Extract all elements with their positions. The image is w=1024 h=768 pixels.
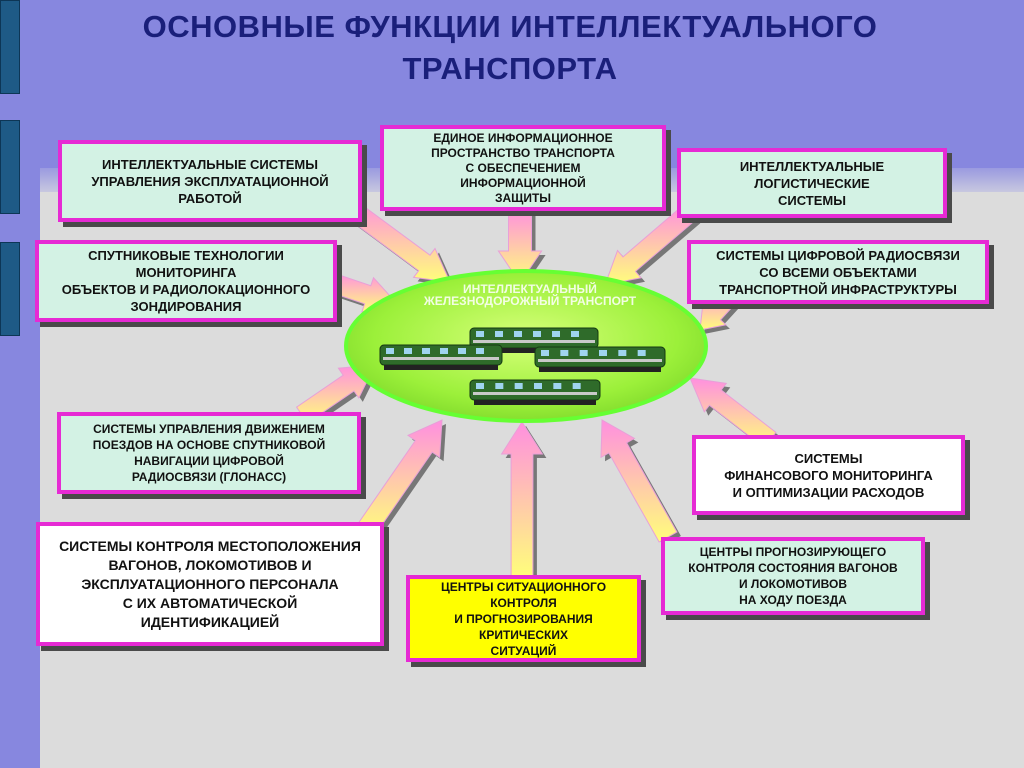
side-tab-2 (0, 120, 20, 214)
slide-title: ОСНОВНЫЕ ФУНКЦИИ ИНТЕЛЛЕКТУАЛЬНОГО ТРАНС… (142, 9, 878, 86)
box-glonass-control: СИСТЕМЫ УПРАВЛЕНИЯ ДВИЖЕНИЕМ ПОЕЗДОВ НА … (57, 412, 361, 494)
center-label: ИНТЕЛЛЕКТУАЛЬНЫЙ ЖЕЛЕЗНОДОРОЖНЫЙ ТРАНСПО… (423, 282, 637, 308)
arrow-info-space (497, 207, 543, 284)
locomotive-3 (534, 346, 666, 372)
box-location-control: СИСТЕМЫ КОНТРОЛЯ МЕСТОПОЛОЖЕНИЯ ВАГОНОВ,… (36, 522, 384, 646)
box-satellite-monitoring: СПУТНИКОВЫЕ ТЕХНОЛОГИИ МОНИТОРИНГА ОБЪЕК… (35, 240, 337, 322)
side-tab-1 (0, 0, 20, 94)
side-tab-3 (0, 242, 20, 336)
box-operations-management: ИНТЕЛЛЕКТУАЛЬНЫЕ СИСТЕМЫ УПРАВЛЕНИЯ ЭКСП… (58, 140, 362, 222)
box-unified-info-space: ЕДИНОЕ ИНФОРМАЦИОННОЕ ПРОСТРАНСТВО ТРАНС… (380, 125, 666, 211)
locomotive-2 (379, 344, 503, 370)
box-predictive-control: ЦЕНТРЫ ПРОГНОЗИРУЮЩЕГО КОНТРОЛЯ СОСТОЯНИ… (661, 537, 925, 615)
box-situation-centers: ЦЕНТРЫ СИТУАЦИОННОГО КОНТРОЛЯ И ПРОГНОЗИ… (406, 575, 641, 662)
arrow-operations (343, 199, 451, 283)
box-digital-radio: СИСТЕМЫ ЦИФРОВОЙ РАДИОСВЯЗИ СО ВСЕМИ ОБЪ… (687, 240, 989, 304)
arrow-predictive (600, 419, 678, 543)
locomotive-4 (469, 379, 601, 405)
box-logistics-systems: ИНТЕЛЛЕКТУАЛЬНЫЕ ЛОГИСТИЧЕСКИЕ СИСТЕМЫ (677, 148, 947, 218)
locomotive-1 (469, 327, 599, 353)
arrow-situation (500, 421, 544, 579)
arrow-location (356, 419, 443, 537)
box-financial-monitoring: СИСТЕМЫ ФИНАНСОВОГО МОНИТОРИНГА И ОПТИМИ… (692, 435, 965, 515)
